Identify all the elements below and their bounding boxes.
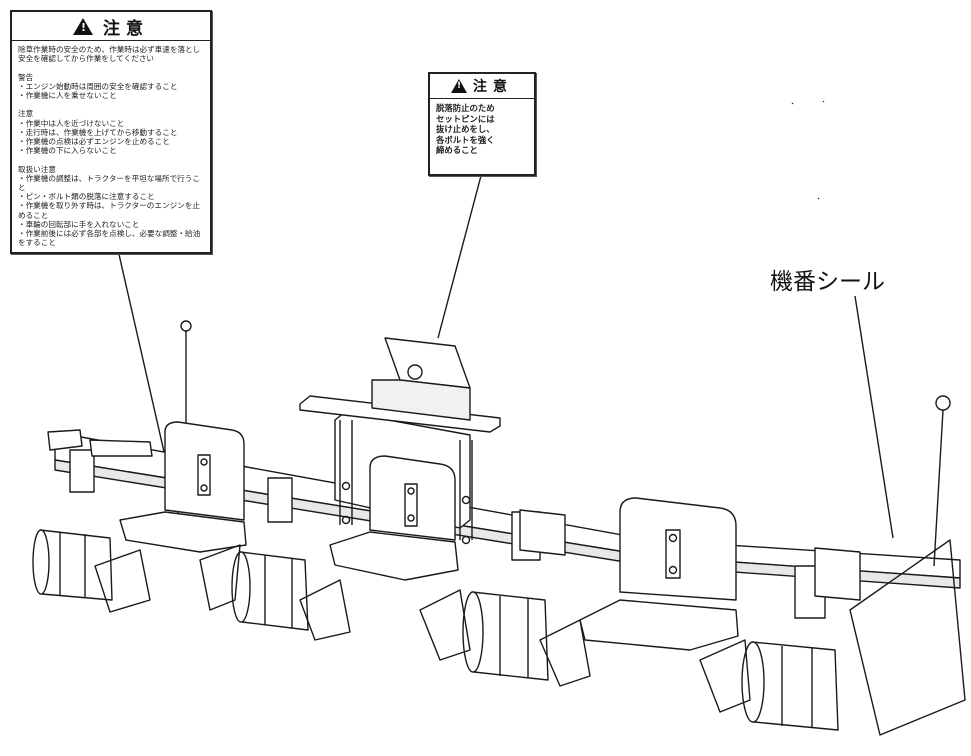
- leader-line-serial: [854, 295, 894, 539]
- marker-pole-right: [933, 395, 951, 567]
- left-end-arm: [47, 429, 153, 457]
- caution-label-small-text: 脱落防止のため セットピンには 抜け止めをし、 各ボルトを強く 締めること: [436, 103, 495, 155]
- caution-label-large-text: 除草作業時の安全のため、作業時は必ず車速を落とし安全を確認してから作業をしてくだ…: [18, 45, 201, 248]
- caution-label-large: ! 注意 除草作業時の安全のため、作業時は必ず車速を落とし安全を確認してから作業…: [10, 10, 212, 254]
- gauge-wheel-3: [462, 591, 549, 681]
- caution-label-small: ! 注意 脱落防止のため セットピンには 抜け止めをし、 各ボルトを強く 締める…: [428, 72, 536, 176]
- gauge-wheel-1: [32, 529, 113, 601]
- scan-specks: [791, 100, 825, 200]
- seat-plate-2: [329, 455, 459, 581]
- leader-line-small-label: [437, 171, 483, 339]
- gauge-wheel-4: [741, 641, 839, 731]
- serial-number-sticker-caption: 機番シール: [770, 269, 885, 295]
- seat-plate-3: [579, 497, 739, 651]
- seat-plate-1: [119, 421, 247, 553]
- caution-label-small-title: 注意: [473, 79, 513, 95]
- wheel-brackets: [69, 449, 861, 619]
- caution-label-large-header: ! 注意: [12, 12, 210, 41]
- tine-blades: [94, 539, 966, 736]
- caution-label-large-title: 注意: [103, 18, 149, 39]
- caution-label-small-header: ! 注意: [430, 74, 534, 99]
- warning-triangle-icon: !: [451, 79, 467, 93]
- warning-triangle-icon: !: [73, 17, 93, 35]
- gauge-wheel-2: [231, 551, 309, 631]
